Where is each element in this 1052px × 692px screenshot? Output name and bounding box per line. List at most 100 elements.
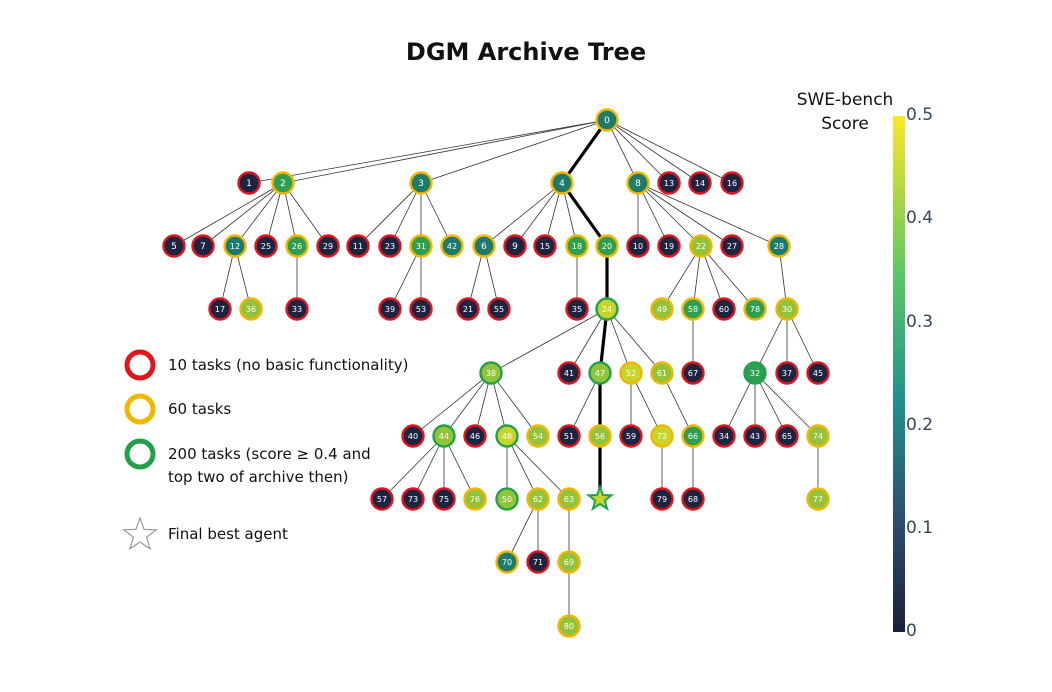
tree-node: 56	[588, 424, 612, 448]
node-label: 36	[246, 305, 256, 314]
tree-node: 25	[254, 234, 278, 258]
node-circle	[775, 297, 799, 321]
node-circle	[557, 550, 581, 574]
tree-node: 20	[595, 234, 619, 258]
tree-node: 53	[409, 297, 433, 321]
tree-node: 48	[495, 424, 519, 448]
node-circle	[285, 234, 309, 258]
tree-node: 72	[650, 424, 674, 448]
node-circle	[463, 487, 487, 511]
tree-node: 27	[720, 234, 744, 258]
tree-node: 10	[626, 234, 650, 258]
node-label: 14	[695, 179, 705, 188]
node-label: 30	[782, 305, 792, 314]
tree-node: 30	[775, 297, 799, 321]
node-label: 2	[280, 179, 286, 189]
node-circle	[720, 234, 744, 258]
node-circle	[806, 361, 830, 385]
tree-edge	[412, 372, 492, 437]
tree-edge	[786, 308, 819, 374]
node-circle	[162, 234, 186, 258]
node-circle	[557, 361, 581, 385]
tree-edge	[443, 372, 492, 437]
tree-node: 16	[720, 171, 744, 195]
node-label: 8	[635, 179, 641, 189]
colorbar-tick: 0	[906, 621, 917, 641]
node-circle	[650, 297, 674, 321]
node-label: 46	[470, 432, 480, 441]
tree-node: 46	[463, 424, 487, 448]
tree-node: 3	[409, 171, 433, 195]
node-circle	[239, 297, 263, 321]
node-label: 0	[604, 116, 610, 126]
tree-edge	[754, 372, 819, 437]
node-label: 70	[502, 558, 512, 567]
legend-yellow-label: 60 tasks	[168, 400, 232, 418]
tree-node: 26	[285, 234, 309, 258]
node-circle	[767, 234, 791, 258]
node-circle	[595, 297, 619, 321]
tree-node: 17	[208, 297, 232, 321]
node-label: 10	[633, 242, 643, 251]
tree-edge	[282, 182, 329, 247]
tree-edge	[506, 435, 539, 500]
node-circle	[526, 550, 550, 574]
tree-edge	[173, 182, 284, 247]
node-circle	[346, 234, 370, 258]
tree-node: 70	[495, 550, 519, 574]
tree-edge	[637, 182, 670, 247]
tree-node: 33	[285, 297, 309, 321]
tree-node: 43	[743, 424, 767, 448]
node-label: 15	[540, 242, 550, 251]
node-circle	[626, 234, 650, 258]
tree-edge	[700, 245, 756, 310]
colorbar-title: SWE-bench Score	[770, 88, 920, 136]
node-circle	[681, 424, 705, 448]
tree-node: 59	[619, 424, 643, 448]
node-label: 69	[564, 558, 574, 567]
node-circle	[409, 234, 433, 258]
best-path-edge	[560, 182, 609, 247]
tree-edge	[412, 435, 445, 500]
node-circle	[743, 424, 767, 448]
tree-node: 18	[565, 234, 589, 258]
tree-edge	[723, 372, 756, 437]
legend-green-ring-icon	[124, 438, 156, 470]
node-circle	[479, 361, 503, 385]
node-label: 79	[657, 495, 667, 504]
tree-node: 37	[775, 361, 799, 385]
node-label: 42	[447, 242, 457, 251]
node-circle	[619, 361, 643, 385]
tree-node: 31	[409, 234, 433, 258]
tree-node: 65	[775, 424, 799, 448]
tree-edge	[420, 182, 453, 247]
node-circle	[595, 234, 619, 258]
node-circle	[237, 171, 261, 195]
tree-node: 75	[432, 487, 456, 511]
tree-node: 71	[526, 550, 550, 574]
node-label: 75	[439, 495, 449, 504]
tree-node: 5	[162, 234, 186, 258]
tree-node: 34	[712, 424, 736, 448]
node-label: 44	[439, 432, 449, 441]
node-label: 63	[564, 495, 574, 504]
node-label: 11	[353, 242, 363, 251]
node-label: 18	[572, 242, 582, 251]
tree-node: 57	[370, 487, 394, 511]
tree-node: 28	[767, 234, 791, 258]
node-label: 71	[533, 558, 543, 567]
tree-node: 13	[657, 171, 681, 195]
node-circle	[223, 234, 247, 258]
tree-node: 50	[495, 487, 519, 511]
node-circle	[487, 297, 511, 321]
node-label: 20	[602, 242, 612, 251]
tree-node: 68	[681, 487, 705, 511]
tree-node: 69	[557, 550, 581, 574]
tree-edge	[420, 119, 608, 184]
node-circle	[720, 171, 744, 195]
node-label: 78	[750, 305, 760, 314]
node-circle	[775, 361, 799, 385]
node-label: 5	[171, 242, 177, 252]
tree-edge	[490, 372, 539, 437]
